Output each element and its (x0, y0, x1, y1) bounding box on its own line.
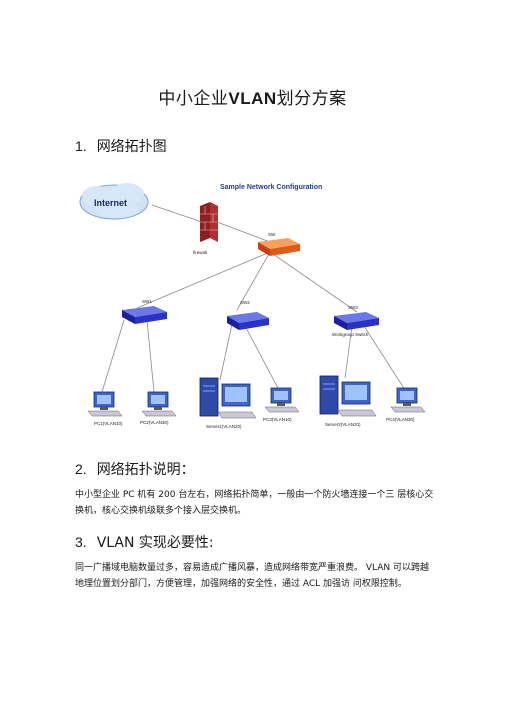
firewall-icon (200, 202, 218, 242)
server2-icon (319, 375, 377, 417)
pc2-computer-icon (141, 391, 177, 417)
pc4-label: PC4(VLAN30) (386, 417, 415, 422)
pc3-computer-icon (264, 387, 300, 413)
firewall-label: firewall (193, 250, 207, 255)
section-2-heading: 2.网络拓扑说明： (75, 461, 195, 478)
network-topology-diagram: Sample Network Configuration Internet fi… (79, 183, 426, 429)
topology-description: 中小型企业 PC 机有 200 台左右，网络拓扑简单，一般由一个防火墙连接一个三… (75, 490, 434, 516)
server1-icon (199, 377, 257, 419)
workgroup-switch-label: Workgroup Switch (332, 332, 369, 337)
internet-cloud-icon (79, 183, 149, 220)
sw3-label: SW3 (348, 305, 358, 310)
sw3-switch-icon (334, 312, 379, 330)
pc2-label: PC2(VLAN30) (140, 420, 169, 425)
sw1-label: SW1 (142, 299, 152, 304)
sw1-switch-icon (122, 306, 167, 324)
sw2-switch-icon (227, 312, 269, 330)
pc3-label: PC3(VLAN10) (263, 417, 292, 422)
section-1-heading: 1.网络拓扑图 (75, 138, 167, 155)
pc4-computer-icon (390, 387, 426, 413)
pc1-label: PC1(VLAN10) (94, 421, 123, 426)
connection-lines (101, 204, 406, 393)
section-3-heading: 3.VLAN 实现必要性: (75, 534, 214, 551)
vlan-necessity-description: 同一广播域电脑数量过多，容易造成广播风暴，造成网络带宽严重浪费。 VLAN 可以… (75, 563, 429, 589)
core-switch-icon (258, 238, 300, 256)
server1-label: Server1(VLAN20) (206, 424, 242, 429)
internet-label: Internet (94, 198, 127, 208)
diagram-title: Sample Network Configuration (220, 184, 322, 191)
core-switch-label: SW (268, 232, 276, 237)
sw2-label: SW2 (240, 300, 250, 305)
server2-label: Server2(VLAN20) (325, 422, 361, 427)
document-title: 中小企业VLAN划分方案 (158, 89, 347, 109)
pc1-computer-icon (87, 391, 123, 417)
